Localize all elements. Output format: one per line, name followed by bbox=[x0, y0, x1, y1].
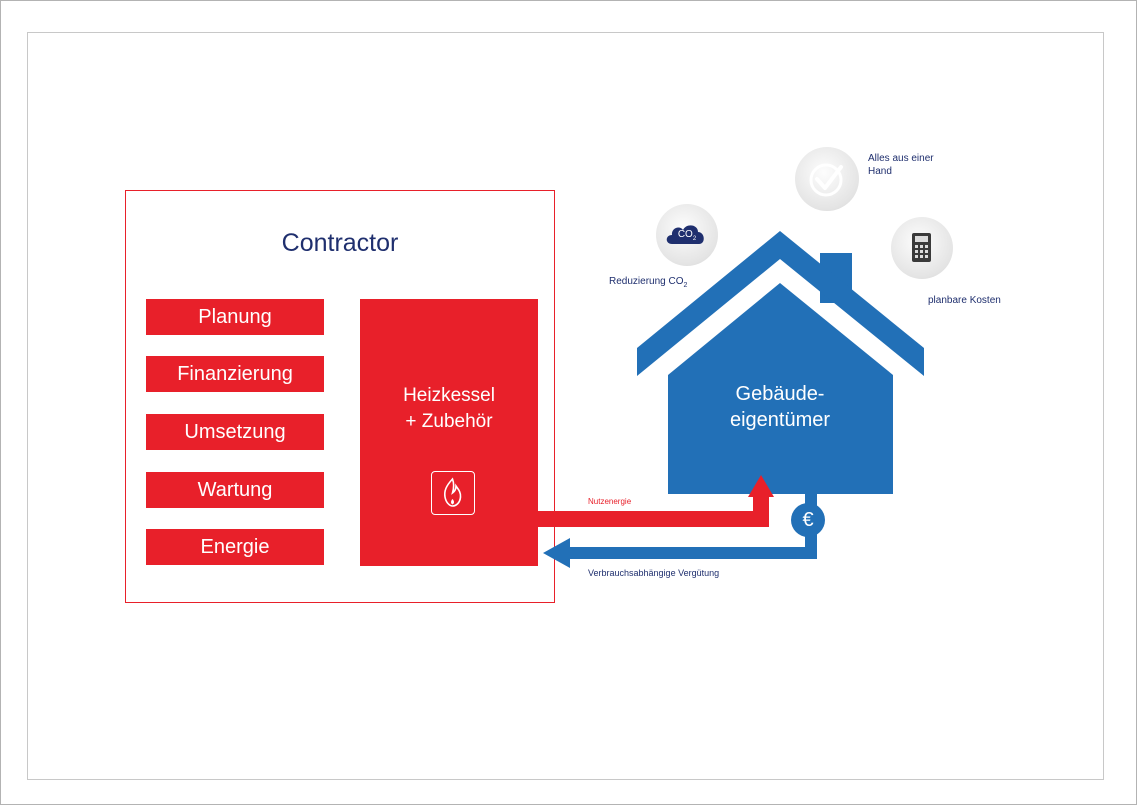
hand-label-line1: Alles aus einer bbox=[868, 153, 934, 164]
inner-frame bbox=[27, 32, 1104, 780]
co2-label: Reduzierung CO2 bbox=[609, 276, 687, 289]
contractor-box: Contractor Planung Finanzierung Umsetzun… bbox=[125, 190, 555, 603]
co2-badge-text: CO bbox=[677, 229, 693, 240]
hand-label-line2: Hand bbox=[868, 166, 892, 177]
zubehoer-label: + Zubehör bbox=[405, 411, 493, 432]
calculator-icon bbox=[891, 217, 953, 279]
verguetung-label: Verbrauchsabhängige Vergütung bbox=[588, 568, 720, 578]
service-finanzierung: Finanzierung bbox=[146, 356, 324, 392]
house-label-line2: eigentümer bbox=[729, 409, 831, 431]
service-planung: Planung bbox=[146, 299, 324, 335]
heizkessel-box: Heizkessel + Zubehör bbox=[360, 299, 538, 566]
nutzenergie-label: Nutzenergie bbox=[588, 497, 632, 506]
house-label-line1: Gebäude- bbox=[735, 383, 825, 405]
heizkessel-label: Heizkessel bbox=[403, 385, 495, 406]
nutzenergie-arrow bbox=[538, 475, 774, 527]
euro-icon: € bbox=[791, 503, 825, 537]
contractor-title: Contractor bbox=[281, 229, 399, 257]
checkmark-icon bbox=[795, 147, 859, 211]
verguetung-arrow bbox=[543, 494, 817, 568]
service-umsetzung: Umsetzung bbox=[146, 414, 324, 450]
service-wartung: Wartung bbox=[146, 472, 324, 508]
roof bbox=[637, 231, 924, 376]
co2-cloud-icon: CO2 bbox=[656, 204, 718, 266]
co2-label-sub: 2 bbox=[683, 282, 688, 289]
flame-icon bbox=[431, 471, 475, 515]
co2-badge-sub: 2 bbox=[692, 236, 697, 242]
house-body bbox=[668, 283, 893, 494]
service-energie: Energie bbox=[146, 529, 324, 565]
kosten-label: planbare Kosten bbox=[928, 295, 1001, 306]
co2-label-text: Reduzierung CO bbox=[609, 276, 684, 287]
